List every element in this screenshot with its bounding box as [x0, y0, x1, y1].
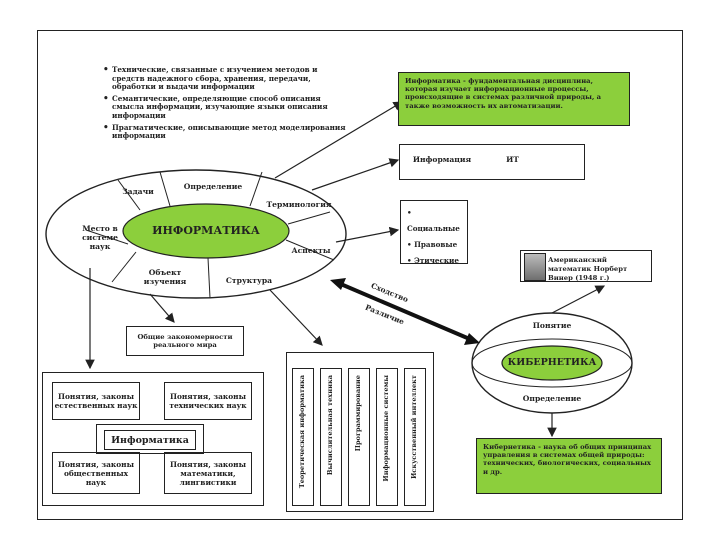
cybernetics-concept: Понятие [532, 321, 572, 330]
aspect-ethical-label: Этические [414, 256, 459, 265]
col-theoretical: Теоретическая информатика [298, 375, 306, 489]
diagram-frame [37, 30, 683, 520]
col-info-systems: Информационные системы [382, 375, 390, 482]
structure-col-1: Теоретическая информатика [292, 368, 314, 506]
col-computing: Вычислительная техника [326, 375, 334, 476]
venn-information: Информация [412, 155, 472, 164]
math-linguistics-box: Понятия, законы математики, лингвистики [164, 452, 252, 494]
wiener-portrait [524, 253, 546, 281]
informatics-definition-box: Информатика - фундаментальная дисциплина… [398, 72, 630, 126]
bullet-technical: Технические, связанные с изучением метод… [103, 65, 352, 92]
bullet-semantic: Семантические, определяющие способ описа… [103, 94, 352, 121]
wiener-caption: Американский математик Норберт Винер (19… [548, 256, 628, 282]
bullet-pragmatic: Прагматические, описывающие метод модели… [103, 123, 352, 141]
aspect-social: • Социальные [407, 208, 460, 233]
segment-structure: Структура [225, 276, 273, 285]
informatics-center: ИНФОРМАТИКА [152, 224, 260, 237]
aspects-list-box: • Социальные • Правовые • Этические [400, 200, 468, 265]
technical-sciences-box: Понятия, законы технических наук [164, 382, 252, 420]
venn-box [399, 144, 585, 180]
structure-col-2: Вычислительная техника [320, 368, 342, 506]
aspect-ethical: • Этические [407, 256, 459, 265]
segment-place: Место в системе наук [82, 224, 118, 251]
structure-col-5: Искусственный интеллект [404, 368, 426, 506]
general-laws-box: Общие закономерности реального мира [126, 326, 244, 356]
cybernetics-center: КИБЕРНЕТИКА [507, 357, 597, 368]
col-programming: Программирование [354, 375, 362, 452]
aspect-social-label: Социальные [407, 224, 460, 233]
col-ai: Искусственный интеллект [410, 375, 418, 479]
segment-definition: Определение [183, 182, 243, 191]
social-sciences-box: Понятия, законы общественных наук [52, 452, 140, 494]
center-outline [96, 424, 204, 454]
natural-sciences-box: Понятия, законы естественных наук [52, 382, 140, 420]
informatics-aspects-bullets: Технические, связанные с изучением метод… [103, 65, 352, 144]
aspect-legal: • Правовые [407, 240, 458, 249]
segment-tasks: Задачи [122, 187, 154, 196]
cybernetics-definition-box: Кибернетика - наука об общих принципах у… [476, 438, 662, 494]
segment-aspects: Аспекты [291, 246, 331, 255]
structure-col-3: Программирование [348, 368, 370, 506]
segment-terminology: Терминология [266, 200, 332, 209]
aspect-legal-label: Правовые [414, 240, 458, 249]
cybernetics-definition: Определение [522, 394, 582, 403]
venn-it: ИТ [506, 155, 519, 164]
informatics-center-box: Информатика [104, 430, 196, 450]
structure-col-4: Информационные системы [376, 368, 398, 506]
segment-object: Объект изучения [143, 268, 187, 286]
